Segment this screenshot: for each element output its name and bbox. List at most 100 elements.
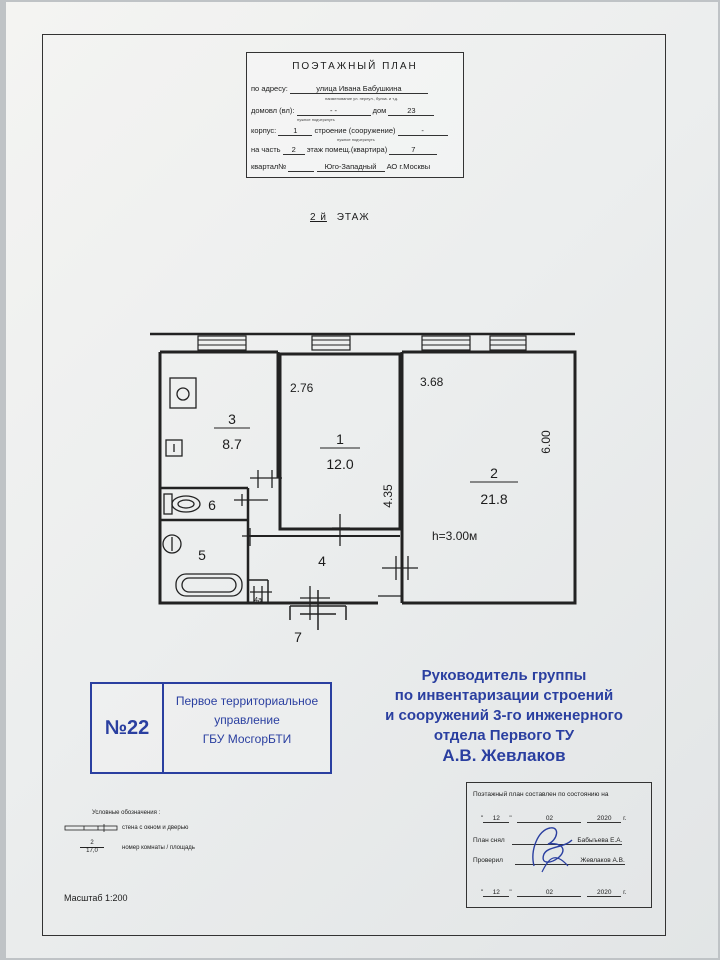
room-1-area: 12.0 bbox=[326, 456, 353, 472]
washbasin-fixture bbox=[162, 534, 182, 554]
address-row: по адресу: улица Ивана Бабушкина bbox=[251, 84, 428, 94]
toilet-fixture bbox=[163, 493, 201, 515]
stamp-line-2: управление bbox=[214, 713, 280, 727]
stroenie-value: - bbox=[397, 126, 448, 136]
legend-room-num: 2 bbox=[80, 840, 104, 848]
signoff-box: Поэтажный план составлен по состоянию на… bbox=[466, 782, 652, 908]
date-row-2: "12" 02 2020 г. bbox=[481, 889, 627, 897]
header-box: ПОЭТАЖНЫЙ ПЛАН по адресу: улица Ивана Ба… bbox=[246, 52, 464, 178]
date2-day: 12 bbox=[483, 889, 510, 897]
head-line-2: по инвентаризации строений bbox=[394, 687, 614, 704]
head-line-4: отдела Первого ТУ bbox=[433, 727, 575, 744]
stamp-line-3: ГБУ МосгорБТИ bbox=[202, 732, 292, 746]
legend-room-area: 17,0 bbox=[86, 848, 98, 854]
ceiling-height: h=3.00м bbox=[432, 529, 477, 543]
kvartal-row: квартал№ Юго-Западный АО г.Москвы bbox=[251, 162, 430, 172]
legend-title: Условные обозначения : bbox=[92, 810, 161, 816]
house-label: домовл (вл): bbox=[251, 106, 295, 115]
kvartal-value bbox=[288, 162, 315, 172]
ao-value: АО г.Москвы bbox=[386, 162, 431, 171]
korpus-row: корпус: 1 строение (сооружение) - bbox=[251, 126, 448, 136]
room-6-number: 6 bbox=[208, 497, 216, 513]
legend-room-symbol: 2 17,0 bbox=[80, 840, 104, 855]
stamp-line-1: Первое территориальное bbox=[175, 694, 319, 708]
floor-label: 2 й ЭТАЖ bbox=[304, 212, 370, 223]
floor-word: ЭТАЖ bbox=[336, 212, 370, 223]
house-row: домовл (вл): - - дом 23 bbox=[251, 106, 435, 116]
window-top-3 bbox=[421, 335, 471, 351]
checked-label: Проверил bbox=[473, 857, 503, 864]
legend-item-room-label: номер комнаты / площадь bbox=[122, 844, 195, 851]
checked-row: Проверил Жевлаков А.В. bbox=[473, 857, 625, 865]
sink-fixture bbox=[169, 377, 197, 409]
date1-month: 02 bbox=[517, 815, 582, 823]
part-row: на часть 2 этаж помещ.(квартира) 7 bbox=[251, 145, 438, 155]
part-label: на часть bbox=[251, 145, 281, 154]
part-value: 2 bbox=[282, 145, 305, 155]
legend-item-room: 2 17,0 номер комнаты / площадь bbox=[64, 840, 195, 855]
tap-fixture bbox=[165, 439, 183, 457]
floor-room-label: этаж помещ.(квартира) bbox=[306, 145, 388, 154]
stamp-text: Первое территориальное управление ГБУ Мо… bbox=[164, 692, 330, 749]
organization-stamp: №22 Первое территориальное управление ГБ… bbox=[90, 682, 332, 774]
taken-label: План снял bbox=[473, 837, 505, 844]
stamp-number: №22 bbox=[92, 684, 164, 772]
room-3-area: 8.7 bbox=[222, 436, 242, 452]
date1-g: г. bbox=[623, 815, 627, 822]
dim-4-35: 4.35 bbox=[381, 484, 395, 508]
floor-room-value: 7 bbox=[389, 145, 438, 155]
date1-day: 12 bbox=[483, 815, 510, 823]
checked-name: Жевлаков А.В. bbox=[514, 857, 625, 865]
room-2-number: 2 bbox=[490, 465, 498, 481]
floor-number: 2 й bbox=[310, 212, 327, 223]
head-signature-stamp: Руководитель группы по инвентаризации ст… bbox=[356, 666, 652, 766]
document-sheet bbox=[6, 2, 718, 958]
wall-right bbox=[402, 350, 577, 605]
room-3-number: 3 bbox=[228, 411, 236, 427]
head-line-5: А.В. Жевлаков bbox=[442, 746, 566, 765]
dim-6-00: 6.00 bbox=[539, 430, 553, 454]
taken-row: План снял Бабыъева Е.А. bbox=[473, 837, 623, 845]
date2-month: 02 bbox=[517, 889, 582, 897]
date-row-1: "12" 02 2020 г. bbox=[481, 815, 627, 823]
legend: Условные обозначения : стена с окном и д… bbox=[64, 810, 195, 855]
room-4a-number: 4а bbox=[254, 597, 262, 604]
window-top-2 bbox=[311, 335, 351, 351]
date2-g: г. bbox=[623, 889, 627, 896]
head-line-3: и сооружений 3-го инженерного bbox=[385, 707, 623, 724]
room-1-number: 1 bbox=[336, 431, 344, 447]
window-top-1 bbox=[197, 335, 247, 351]
signature-icon bbox=[532, 827, 573, 873]
entrance-door bbox=[289, 590, 347, 630]
composed-label: Поэтажный план составлен по состоянию на bbox=[473, 791, 609, 798]
korpus-label: корпус: bbox=[251, 126, 277, 135]
district-value: Юго-Западный bbox=[316, 162, 385, 172]
dim-2-76: 2.76 bbox=[290, 381, 314, 395]
bathtub-fixture bbox=[175, 573, 243, 597]
taken-name: Бабыъева Е.А. bbox=[512, 837, 623, 845]
window-top-4 bbox=[489, 335, 527, 351]
legend-item-wall: стена с окном и дверью bbox=[64, 824, 195, 832]
house-value: - - bbox=[296, 106, 371, 116]
document-frame bbox=[42, 34, 666, 936]
room-2-area: 21.8 bbox=[480, 491, 507, 507]
door-marks bbox=[234, 470, 418, 620]
floor-plan: 3 8.7 1 12.0 2 21.8 6 5 4 4а 7 2.76 3.68… bbox=[150, 332, 577, 645]
kvartal-label: квартал№ bbox=[251, 162, 287, 171]
scale-label: Масштаб 1:200 bbox=[64, 893, 128, 903]
date2-year: 2020 bbox=[587, 889, 622, 897]
room-4-number: 4 bbox=[318, 553, 326, 569]
house-hint: нужное подчеркнуть bbox=[297, 117, 335, 122]
korpus-value: 1 bbox=[278, 126, 313, 136]
address-value: улица Ивана Бабушкина bbox=[289, 84, 428, 94]
address-hint: наименование ул. переул., бульв. и т.д. bbox=[325, 96, 399, 101]
address-label: по адресу: bbox=[251, 84, 288, 93]
legend-item-wall-label: стена с окном и дверью bbox=[122, 825, 189, 831]
dom-label: дом bbox=[372, 106, 387, 115]
stroenie-label: строение (сооружение) bbox=[314, 126, 396, 135]
room-5-number: 5 bbox=[198, 547, 206, 563]
dom-value: 23 bbox=[388, 106, 435, 116]
wall-room3 bbox=[160, 350, 280, 478]
wall-symbol-icon bbox=[64, 824, 118, 832]
room-7-number: 7 bbox=[294, 629, 302, 645]
